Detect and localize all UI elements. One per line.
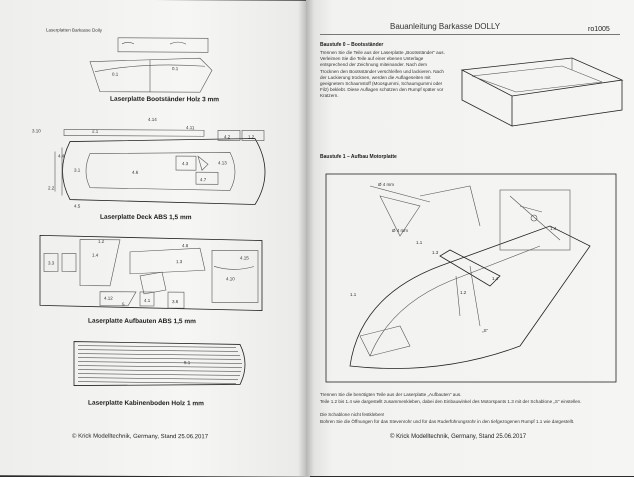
stand-parts-drawing: 0.1 0.1 [89,37,213,93]
deck-label-2: 4.14 [148,117,157,122]
left-page: Laserplatten Barkasse Dolly 0.1 0.1 Lase… [0,0,310,477]
deck-label-7: 3.1 [74,168,81,173]
aufbau-label-4: 1.3 [176,259,183,264]
aufbau-label-2: 3.3 [48,260,55,265]
aufbau-label-5: 4.15 [240,255,249,260]
left-page-footer: © Krick Modelltechnik, Germany, Stand 25… [72,433,209,441]
aufbau-label-8: 4.1 [144,298,151,303]
deck-label-11: 4.7 [200,177,207,182]
step1-label-3: 1.1 [350,292,357,297]
aufbauten-parts-drawing: 1.2 4.8 3.3 1.4 1.3 4.15 4.10 4.12 4.1 3… [39,234,263,311]
right-page-footer: © Krick Modelltechnik, Germany, Stand 25… [390,434,527,440]
book-gutter [298,0,314,476]
instruction-4: Bohren Sie die Öffnungen für das Stevenr… [320,419,575,424]
deck-parts-drawing: 3.10 2.1 4.14 4.11 4.2 1.2 4.4 3.1 4.6 4… [32,117,266,209]
instruction-1: Trennen Sie die benötigten Teile aus der… [320,392,462,397]
aufbauten-outline [39,234,263,311]
stand-side-part-top [117,37,209,53]
deck-label-13: 4.5 [74,204,81,209]
step1-label-5: 1.4 [550,226,557,231]
caption-kabinenboden: Laserplatte Kabinenboden Holz 1 mm [88,399,204,408]
stand-outline [89,57,213,93]
step1-drawing: Ø 4 mm Ø 4 mm 1.1 1.1 1.3 1.4 1.4 1.2 „S… [325,173,617,383]
step0-heading: Baustufe 0 – Bootsständer [320,42,384,48]
aufbau-label-9: 3.6 [172,299,179,304]
kabinenboden-parts-drawing: 5.1 [73,341,246,386]
deck-label-6: 4.4 [58,153,65,158]
detail-inset [499,189,571,251]
right-page: Bauanleitung Barkasse DOLLY ro1005 Baust… [306,0,634,476]
aufbau-label-0: 1.2 [98,239,105,244]
aufbau-label-6: 4.10 [226,276,235,281]
step1-heading: Baustufe 1 – Aufbau Motorplatte [320,154,397,160]
caption-deck: Laserplatte Deck ABS 1,5 mm [100,213,192,222]
aufbau-label-10: 5 [122,302,125,307]
deck-label-8: 4.6 [132,170,139,175]
right-page-header-bar [320,20,620,35]
step1-label-1: Ø 4 mm [392,228,408,233]
kabinenboden-label: 5.1 [184,360,191,365]
hull-outline [349,225,591,369]
deck-label-12: 2.2 [48,185,55,190]
kabinenboden-outline [73,341,246,386]
step1-label-4: 1.3 [432,250,439,255]
right-page-title: Bauanleitung Barkasse DOLLY [390,22,501,31]
aufbau-label-3: 1.4 [92,253,99,258]
deck-label-5: 1.2 [248,134,255,139]
deck-label-0: 3.10 [32,128,41,133]
deck-label-3: 4.11 [186,125,195,130]
stand-label-2: 0.1 [172,66,179,71]
deck-label-1: 2.1 [92,129,99,134]
deck-label-9: 4.3 [182,161,189,166]
aufbau-label-1: 4.8 [182,243,189,248]
step1-label-0: Ø 4 mm [378,182,394,187]
deck-label-10: 4.13 [218,160,227,165]
deck-outline [62,138,266,205]
step1-label-8: „S“ [482,328,489,333]
right-page-code: ro1005 [588,26,610,33]
step1-label-7: 1.2 [460,290,467,295]
caption-stand: Laserplatte Bootständer Holz 3 mm [110,95,220,104]
deck-label-4: 4.2 [224,134,231,139]
step1-label-6: 1.4 [492,276,499,281]
step0-text: Trennen Sie die Teile aus der Laserplatt… [320,50,445,99]
aufbau-label-7: 4.12 [104,296,113,301]
instruction-2: Teile 1.2 bis 1.4 wie dargestellt zusamm… [320,399,582,404]
instruction-3: Die Schablone nicht festkleben! [320,412,385,417]
step1-label-2: 1.1 [416,240,423,245]
stand-label-1: 0.1 [112,72,119,77]
stand-assembled-drawing [460,57,624,127]
caption-aufbauten: Laserplatte Aufbauten ABS 1,5 mm [88,317,196,326]
step1-frame [325,173,617,383]
